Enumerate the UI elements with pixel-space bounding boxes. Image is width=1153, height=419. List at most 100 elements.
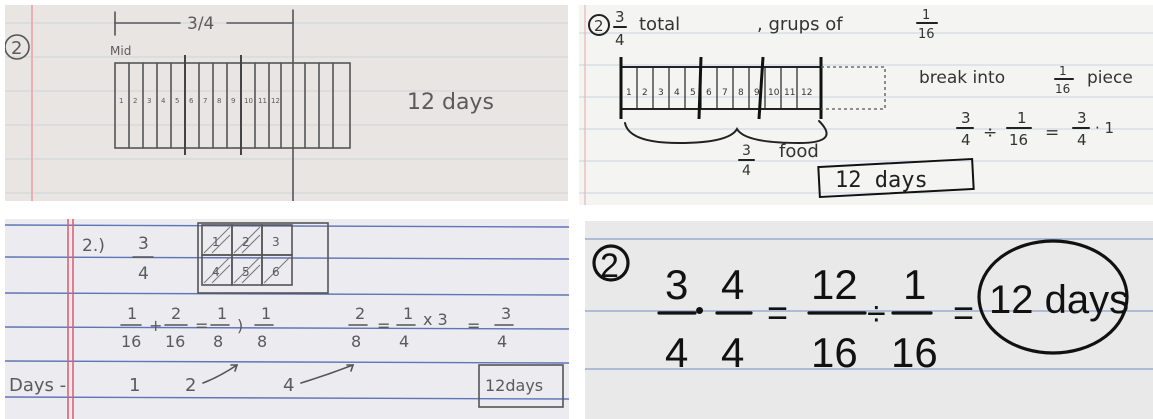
grid-cell-number: 4: [212, 265, 220, 279]
days-label: Days -: [9, 375, 66, 396]
bar-number: 5: [690, 88, 696, 98]
grid-cell-number: 5: [242, 265, 250, 279]
row-frac-den: 4: [497, 332, 507, 351]
bar-number: 7: [203, 97, 207, 105]
row-frac-den: 8: [213, 332, 223, 351]
bar-number: 12: [271, 97, 280, 105]
row-frac-den: 4: [399, 332, 409, 351]
f2-num: 4: [721, 261, 744, 308]
bar-number: 11: [258, 97, 267, 105]
bar-numbers: 1 2 3 4 5 6 7 8 9 10 11 12: [626, 88, 812, 98]
brace-frac-num: 3: [742, 143, 751, 159]
photo-panel-bottom-left: 2.) 3 4 1 2 3 4 5 6: [5, 219, 569, 419]
row-frac-den: 16: [165, 332, 185, 351]
problem-number: 2: [600, 247, 619, 285]
notebook-page: 2 3 4 total , grups of 1 16 1 2 3 4 5 6 …: [579, 5, 1153, 205]
problem-number: 2: [594, 17, 604, 35]
row-frac-num: 1: [217, 304, 227, 323]
f3-num: 12: [811, 261, 858, 308]
divide-operator: ÷: [867, 295, 886, 333]
row-frac-num: 2: [355, 304, 365, 323]
notebook-page: 2 3 4 • 4 4 = 12 16 ÷ 1 16 = 12 days: [585, 221, 1153, 419]
f4-den: 16: [891, 329, 938, 376]
bar-number: 12: [801, 88, 812, 98]
grid-cell-number: 6: [272, 265, 280, 279]
bar-number: 6: [706, 88, 712, 98]
grid-cell-number: 2: [242, 235, 250, 249]
header-group-den: 16: [918, 27, 935, 42]
bar-number: 1: [119, 97, 123, 105]
f2-den: 4: [721, 329, 744, 376]
brace-label: food: [779, 141, 819, 162]
eq-frac-a-num: 3: [961, 109, 971, 127]
eq-frac-a-den: 4: [961, 131, 971, 149]
frac-num: 3: [138, 234, 149, 254]
photo-panel-top-right: 2 3 4 total , grups of 1 16 1 2 3 4 5 6 …: [579, 5, 1153, 205]
problem-number: 2.): [82, 236, 105, 256]
problem-circle: [5, 34, 30, 60]
problem-number: 2: [11, 38, 22, 59]
header-groups: , grups of: [757, 14, 843, 35]
answer-text: 12 days: [407, 90, 494, 115]
arrow-icon: [300, 364, 354, 384]
equals-1: =: [767, 292, 788, 333]
dot-operator: •: [695, 295, 704, 325]
food-brace: [624, 120, 828, 145]
answer-text: 12 days: [835, 168, 928, 193]
row-frac-num: 2: [171, 304, 181, 323]
photo-panel-bottom-right: 2 3 4 • 4 4 = 12 16 ÷ 1 16 = 12 days: [585, 221, 1153, 419]
bar-numbers: 1 2 3 4 5 6 7 8 9 10 11 12: [119, 97, 280, 105]
bar-number: 9: [754, 88, 760, 98]
bar-number: 6: [189, 97, 194, 105]
bar-number: 4: [161, 97, 166, 105]
row-frac-den: 8: [257, 332, 267, 351]
row-op: x 3: [423, 310, 448, 329]
eq-frac-b-num: 1: [1017, 109, 1027, 127]
eq-frac-c-tail: · 1: [1095, 119, 1114, 137]
eq-op-divide: ÷: [983, 123, 997, 143]
quarter-marker-2: [757, 56, 765, 120]
bar-number: 10: [244, 97, 253, 105]
row-op: ): [237, 316, 243, 335]
brace-frac-den: 4: [742, 163, 751, 179]
bracket-label: 3/4: [187, 14, 214, 34]
f1-num: 3: [665, 261, 688, 308]
problem-circle: [592, 244, 630, 282]
notebook-page: 2 3/4 Mid 1 2 3 4 5 6 7 8 9: [5, 5, 568, 201]
eq-frac-b-den: 16: [1009, 131, 1028, 149]
problem-circle: [588, 14, 610, 36]
answer-box: [478, 364, 564, 408]
bar-number: 9: [231, 97, 235, 105]
bar-number: 4: [674, 88, 680, 98]
fraction-row: 1 16 + 2 16 = 1 8 ) 1 8 2 8 = 1 4 x 3 = …: [120, 304, 514, 351]
equals-2: =: [953, 292, 974, 333]
bar-number: 8: [738, 88, 744, 98]
bar-number: 7: [722, 88, 728, 98]
answer-text: 12days: [485, 376, 543, 395]
f4-num: 1: [903, 261, 926, 308]
eq-op-equals: =: [1045, 123, 1059, 143]
row-frac-den: 16: [121, 332, 141, 351]
break-tail: piece: [1087, 68, 1133, 88]
header-group-num: 1: [922, 8, 930, 23]
f1-den: 4: [665, 329, 688, 376]
notebook-page: 2.) 3 4 1 2 3 4 5 6: [5, 219, 569, 419]
answer-box: [817, 157, 975, 199]
bar-number: 3: [147, 97, 151, 105]
bar-number: 1: [626, 88, 632, 98]
bar-number: 11: [784, 88, 795, 98]
row-frac-num: 1: [261, 304, 271, 323]
days-value: 2: [185, 375, 196, 396]
row-frac-num: 1: [403, 304, 413, 323]
bar-number: 2: [642, 88, 648, 98]
eq-frac-c-num: 3: [1077, 109, 1087, 127]
row-op: =: [377, 316, 390, 335]
arrow-icon: [202, 364, 238, 384]
grid-cell-number: 1: [212, 235, 220, 249]
mid-label: Mid: [110, 44, 131, 58]
grid-outline: [197, 222, 329, 294]
bar-number: 8: [217, 97, 221, 105]
row-op: =: [195, 316, 208, 335]
frac-den: 4: [138, 264, 149, 284]
eq-frac-c-den: 4: [1077, 131, 1087, 149]
